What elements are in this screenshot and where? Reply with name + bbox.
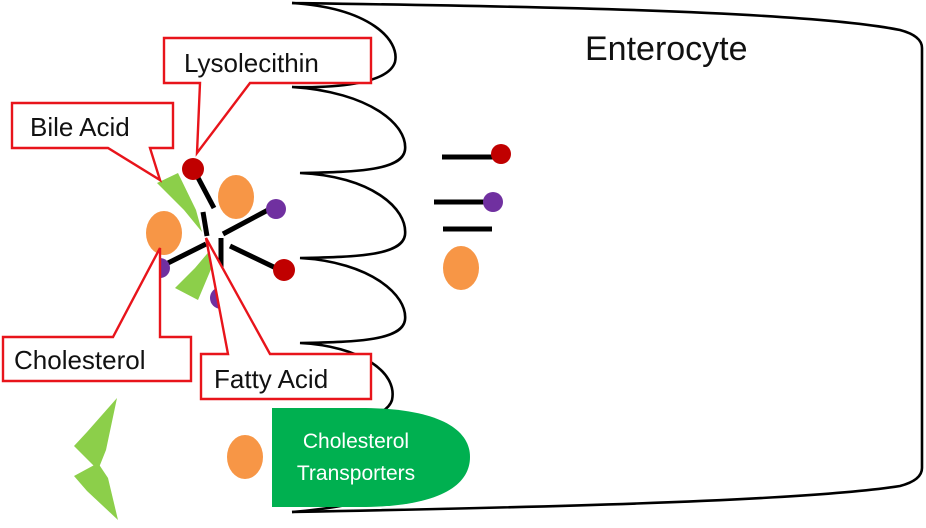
- label-fatty-acid: Fatty Acid: [214, 364, 328, 394]
- bile-acid-free-upper: [74, 398, 117, 470]
- cholesterol-transporter: Cholesterol Transporters: [272, 408, 470, 507]
- callout-box: [1, 247, 193, 383]
- label-lysolecithin: Lysolecithin: [184, 48, 319, 78]
- fatty-acid-tail: [221, 207, 270, 237]
- callout-box: [162, 36, 373, 157]
- bile-acid-upper: [157, 173, 202, 232]
- lipid-tail: [200, 211, 210, 237]
- lysolecithin-head: [182, 158, 204, 180]
- transporter-shape: [272, 408, 470, 507]
- enterocyte-title: Enterocyte: [585, 30, 748, 68]
- callout-fatty-acid: Fatty Acid: [199, 237, 373, 401]
- label-bile-acid: Bile Acid: [30, 112, 130, 142]
- fatty-acid-head: [266, 199, 286, 219]
- transporter-label-line2: Transporters: [297, 462, 415, 485]
- cholesterol-molecule: [218, 175, 254, 219]
- lysolecithin-tail: [228, 243, 282, 273]
- cholesterol-molecule: [227, 435, 263, 479]
- transporter-label-line1: Cholesterol: [303, 430, 409, 453]
- callout-box: [10, 101, 175, 183]
- callout-cholesterol: Cholesterol: [1, 247, 193, 383]
- callout-bile-acid: Bile Acid: [10, 101, 175, 183]
- bile-acid-free-lower: [74, 463, 118, 520]
- enterocyte-top-edge: [291, 1, 924, 514]
- fatty-acid-head: [483, 192, 503, 212]
- label-cholesterol: Cholesterol: [14, 345, 146, 375]
- lysolecithin-head: [491, 144, 511, 164]
- bile-acid-lower: [175, 248, 214, 300]
- absorbed-molecules: [434, 144, 511, 290]
- lysolecithin-head: [273, 259, 295, 281]
- callout-lysolecithin: Lysolecithin: [162, 36, 373, 157]
- callout-box: [199, 237, 373, 401]
- fatty-acid-tail: [160, 241, 208, 269]
- cholesterol-molecule: [443, 246, 479, 290]
- free-bile-acids: [74, 398, 118, 520]
- cholesterol-molecule: [146, 211, 182, 255]
